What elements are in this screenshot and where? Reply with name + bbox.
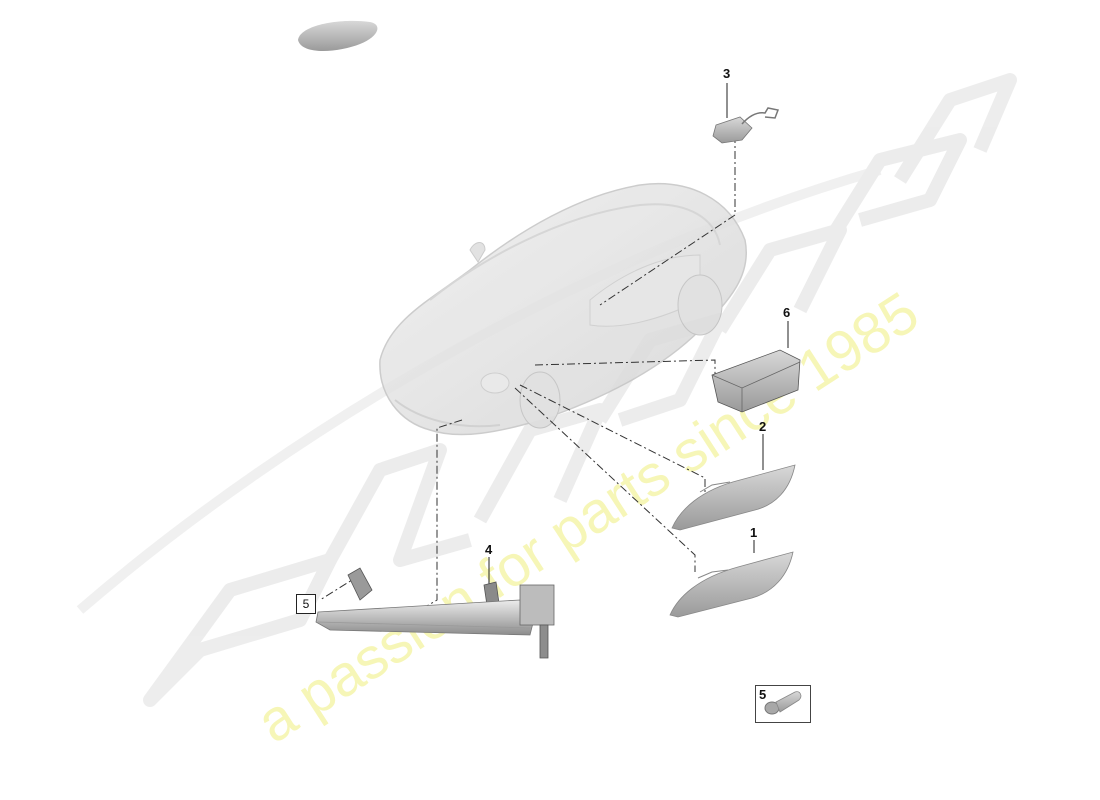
screw-detail-box[interactable]: 5 [755,685,811,723]
callout-1[interactable]: 1 [750,525,758,540]
part-3-sensor [712,107,780,144]
vehicle-outline [379,183,747,436]
part-1-side-marker [669,551,794,618]
callout-3[interactable]: 3 [723,66,731,81]
callout-2[interactable]: 2 [759,419,767,434]
callout-5-reference[interactable]: 5 [296,594,316,614]
callout-4[interactable]: 4 [485,542,493,557]
part-4-drl-unit [315,567,555,659]
callout-6[interactable]: 6 [783,305,791,320]
part-6-control-module [711,349,801,413]
car-silhouette-icon [298,20,378,51]
part-5-screw [764,691,802,715]
callout-5: 5 [759,687,767,702]
part-2-side-marker [671,464,796,531]
